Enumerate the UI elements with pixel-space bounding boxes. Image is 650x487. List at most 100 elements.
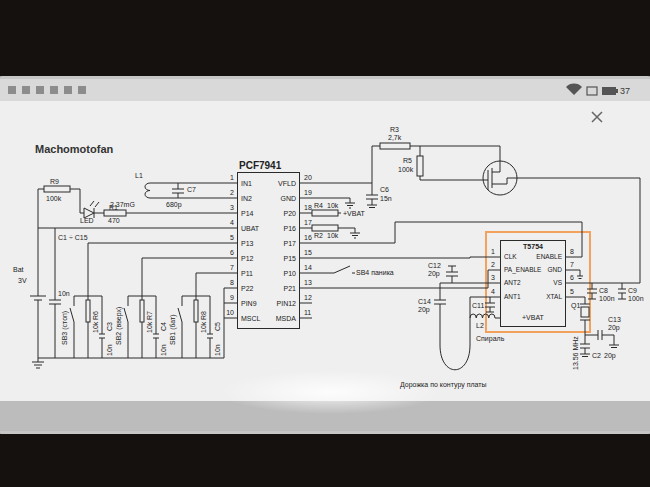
chip-name: PCF7941	[239, 161, 281, 171]
pin-number: 2	[491, 261, 495, 268]
component-label: 10n	[214, 344, 221, 356]
component-label: 20p	[608, 324, 620, 331]
resistor-symbol	[140, 300, 144, 322]
component-label: Спираль	[476, 335, 504, 342]
resistor-symbol	[44, 186, 70, 192]
component-label: 10n	[106, 344, 113, 356]
component-label: SB1 (бат)	[169, 314, 176, 345]
resistor-symbol	[86, 300, 90, 322]
component-label: 20p	[418, 306, 430, 313]
pin-number: 9	[230, 294, 234, 301]
pin-name: VS	[553, 280, 562, 287]
pin-name: XTAL	[546, 294, 562, 301]
battery-icon	[602, 87, 618, 95]
resistor-symbol	[380, 143, 410, 149]
pin-number: 6	[570, 274, 574, 281]
pin-name: MSDA	[276, 315, 296, 322]
pin-number: 8	[230, 279, 234, 286]
component-label: C9	[628, 287, 637, 294]
component-label: R2	[314, 232, 323, 239]
pin-name: P10	[284, 270, 296, 277]
pin-number: 16	[304, 234, 312, 241]
resistor-symbol	[417, 156, 423, 176]
pin-name: IN2	[241, 195, 252, 202]
pin-number: 13	[304, 279, 312, 286]
component-label: Дорожка по контуру платы	[400, 381, 487, 388]
pin-number: 8	[570, 248, 574, 255]
pin-name: ANT2	[504, 280, 521, 287]
pin-name: PIN12	[277, 300, 296, 307]
highlight-frame	[486, 232, 590, 332]
status-bar	[0, 79, 650, 101]
component-label: Q1	[571, 302, 580, 309]
component-label: R8	[200, 311, 207, 320]
diagram-title: Machomotofan	[35, 144, 113, 155]
component-label: C7	[187, 186, 196, 193]
pin-number: 3	[491, 274, 495, 281]
pin-name: P15	[284, 255, 296, 262]
component-label: C2	[592, 352, 601, 359]
component-label: C14	[418, 298, 431, 305]
component-label: C13	[608, 316, 621, 323]
ic-chip: T5754CLKPA_ENABLEANT2ANT1ENABLEGNDVSXTAL	[500, 240, 566, 327]
close-icon	[592, 112, 602, 122]
component-label: 680p	[166, 201, 182, 208]
pin-number: 10	[226, 309, 234, 316]
component-label: 100k	[398, 166, 413, 173]
pin-name: P12	[241, 255, 253, 262]
component-label: 10k	[92, 322, 99, 333]
component-label: C3	[106, 322, 113, 331]
component-label: R9	[50, 178, 59, 185]
component-label: 10n	[58, 290, 70, 297]
pin-number: 20	[304, 174, 312, 181]
status-text: 37	[620, 87, 630, 96]
pin-name: UBAT	[241, 225, 259, 232]
pin-name: P21	[284, 285, 296, 292]
component-label: R3	[390, 126, 399, 133]
pin-number: 11	[304, 309, 311, 316]
crystal-symbol	[581, 307, 589, 317]
wire	[30, 183, 237, 358]
component-label: 100n	[599, 295, 615, 302]
wire	[300, 146, 640, 318]
pin-number: 5	[230, 234, 234, 241]
wire-connector	[300, 270, 500, 288]
resistor-symbol	[312, 210, 338, 216]
component-label: LED	[80, 217, 94, 224]
component-label: 10k	[327, 202, 338, 209]
component-label: C1 ÷ C15	[58, 234, 88, 241]
component-label: SB2 (вверх)	[115, 307, 122, 345]
pin-number: 7	[570, 261, 574, 268]
chip-name: T5754	[523, 243, 543, 250]
component-label: 20p	[428, 270, 440, 277]
pin-name: MSCL	[241, 315, 260, 322]
pin-name: GND	[280, 195, 296, 202]
pin-number: 17	[304, 219, 312, 226]
pin-name: P11	[241, 270, 253, 277]
pin-name: P16	[284, 225, 296, 232]
component-label: L2	[476, 322, 484, 329]
pin-number: 5	[570, 288, 574, 295]
pin-number: 4	[230, 219, 234, 226]
component-label: C5	[214, 322, 221, 331]
component-label: 10k	[146, 322, 153, 333]
pin-name: P20	[284, 210, 296, 217]
component-label: 13.56 MHz	[572, 336, 579, 370]
component-label: 10k	[200, 322, 207, 333]
pin-number: 4	[491, 288, 495, 295]
wifi-icon	[566, 84, 582, 95]
pin-number: 3	[230, 204, 234, 211]
pin-number: 2	[230, 189, 234, 196]
pin-number: 1	[491, 248, 495, 255]
component-label: 10k	[327, 232, 338, 239]
phone-screen	[0, 76, 650, 434]
component-label: R6	[92, 311, 99, 320]
button-wire	[32, 243, 237, 368]
pin-name: PIN9	[241, 300, 257, 307]
pin-name: PA_ENABLE	[504, 267, 541, 274]
resistor-symbol	[194, 300, 198, 322]
pin-name: P13	[241, 240, 253, 247]
pin-name: ENABLE	[536, 254, 562, 261]
sim-icon	[587, 87, 597, 95]
component-label: 10n	[160, 344, 167, 356]
